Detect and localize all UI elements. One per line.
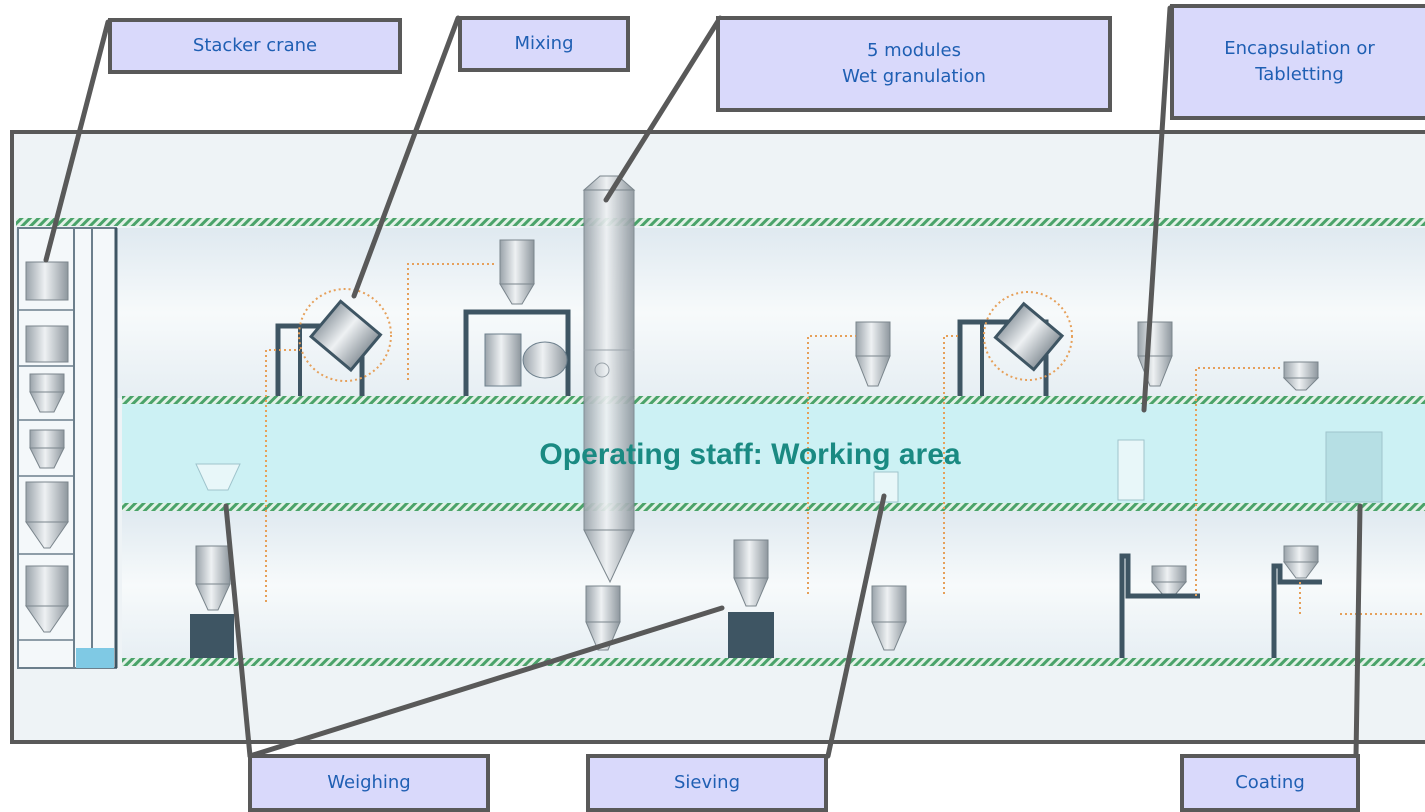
material-flow <box>265 263 1425 615</box>
mixing-label: Mixing <box>458 16 630 72</box>
upper-floor <box>122 396 1425 404</box>
ground-floor <box>122 658 1425 666</box>
working-area-band <box>122 404 1425 503</box>
lower-equipment <box>190 539 1322 658</box>
wet-granulation-text-line2: Wet granulation <box>842 66 986 87</box>
weighing-label: Weighing <box>248 754 490 812</box>
upper-bay <box>16 228 1425 398</box>
encapsulation-text-line1: Encapsulation or <box>1224 38 1375 59</box>
encapsulation-label: Encapsulation or Tabletting <box>1170 4 1425 120</box>
working-area-label: Operating staff: Working area <box>539 438 961 471</box>
sieving-label: Sieving <box>586 754 828 812</box>
mixer-2 <box>957 291 1073 396</box>
coating-text: Coating <box>1235 772 1305 793</box>
granulator-frame <box>463 239 571 396</box>
stacker-crane-label: Stacker crane <box>108 18 402 74</box>
wet-granulation-column <box>582 175 636 584</box>
weighing-text: Weighing <box>327 772 411 793</box>
mixer-1 <box>275 288 392 396</box>
wet-granulation-label: 5 modules Wet granulation <box>716 16 1112 112</box>
encapsulation-text-line2: Tabletting <box>1255 64 1344 85</box>
working-area-equipment <box>195 431 1383 503</box>
upper-bins <box>855 321 1320 391</box>
mixing-text: Mixing <box>514 33 574 54</box>
sieving-text: Sieving <box>674 772 740 793</box>
callout-leaders <box>43 5 1363 759</box>
wet-granulation-text-line1: 5 modules <box>866 40 961 61</box>
roof-floor <box>16 218 1425 226</box>
coating-label: Coating <box>1180 754 1360 812</box>
stacker-crane-rack <box>17 227 118 669</box>
middle-floor <box>122 503 1425 511</box>
stacker-crane-text: Stacker crane <box>192 35 318 56</box>
